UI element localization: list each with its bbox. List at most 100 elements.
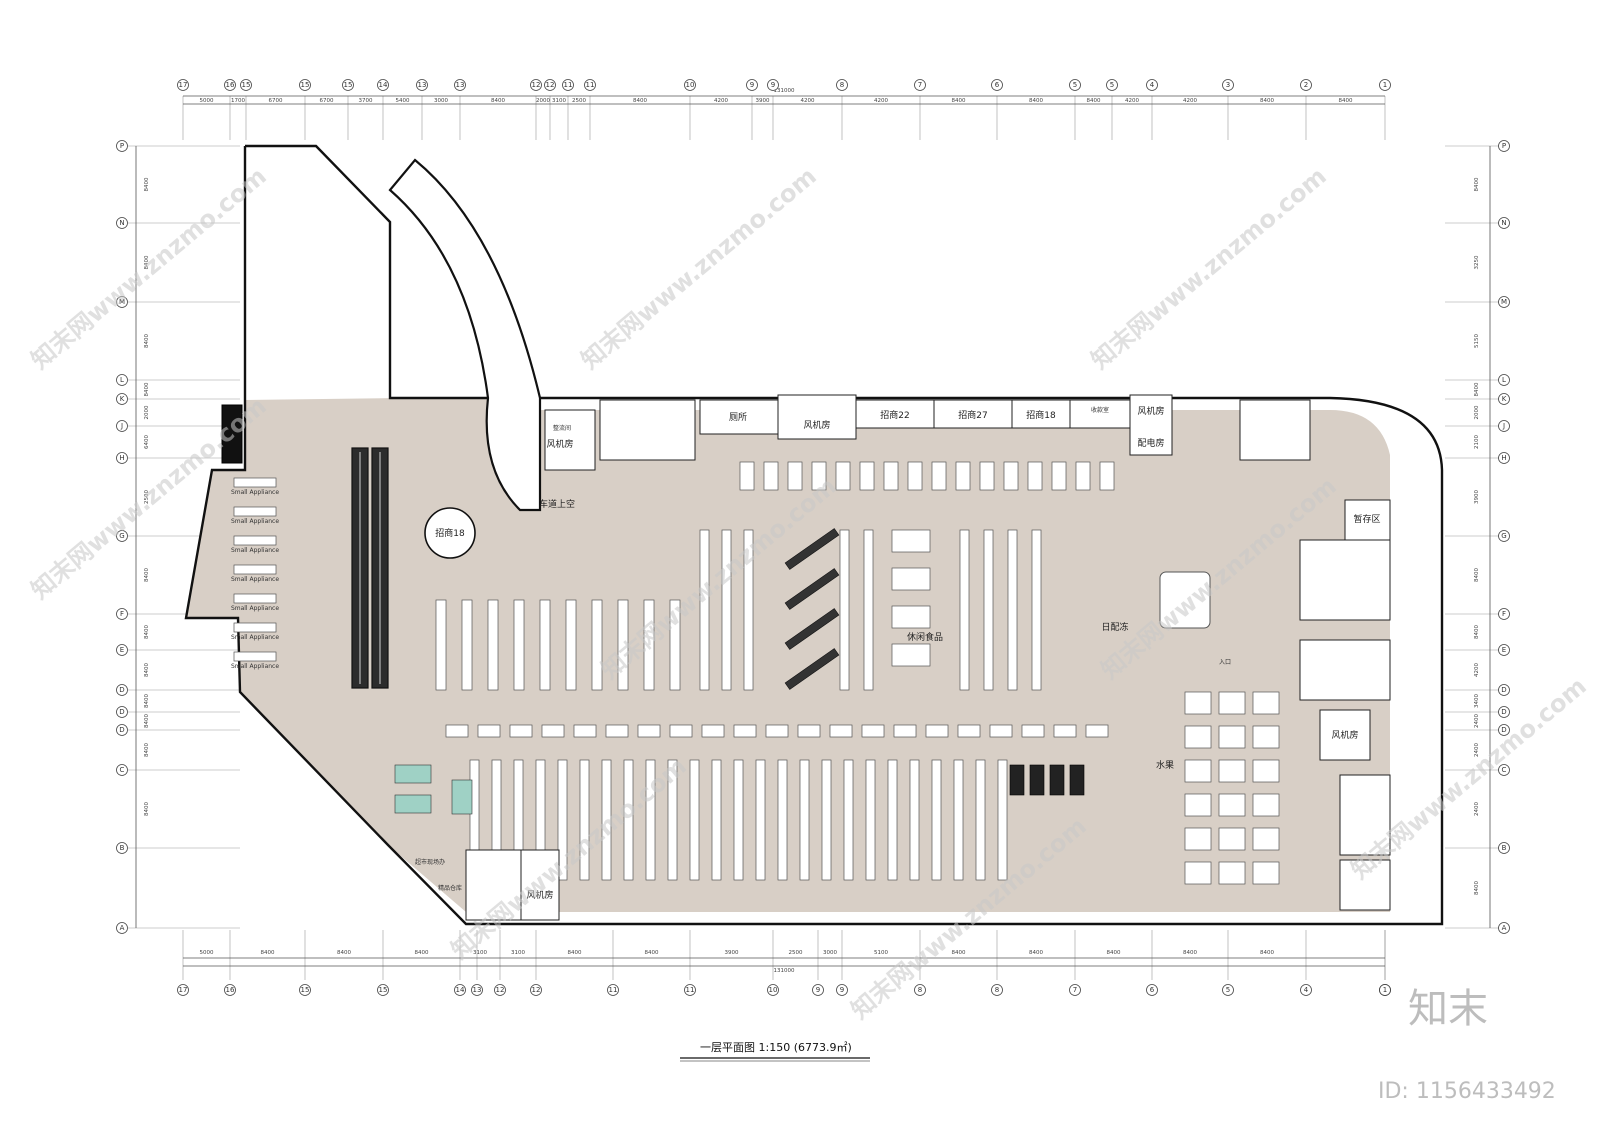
col-bubble-bottom-1-label: 16 — [226, 986, 235, 994]
cross-unit-49 — [893, 724, 917, 738]
room-fengjifang-5 — [520, 849, 560, 921]
row-bubble-left-15-circle — [116, 922, 128, 934]
row-bubble-right-15-circle — [1498, 922, 1510, 934]
dim-top-12: 4200 — [714, 98, 728, 104]
col-bubble-bottom-15: 7 — [1069, 984, 1081, 996]
dim-top-16: 8400 — [952, 98, 966, 104]
col-bubble-top-7-circle — [454, 79, 466, 91]
dim-left-12: 8400 — [144, 743, 150, 757]
col-bubble-bottom-13: 8 — [914, 984, 926, 996]
dim-top-6: 3000 — [434, 98, 448, 104]
shelf-upper-15 — [959, 529, 970, 691]
diagonal-rack-0 — [784, 528, 840, 570]
left-wing-slab — [245, 146, 390, 398]
shelf-lower-62 — [601, 759, 612, 881]
label-chaoshi-xianchang: 超市现场办 — [415, 858, 445, 866]
appliance-block-4 — [233, 593, 277, 604]
col-bubble-top-14-label: 9 — [771, 81, 775, 89]
col-bubble-top-1: 16 — [224, 79, 236, 91]
dim-right-13: 2400 — [1474, 802, 1480, 816]
row-bubble-left-5-circle — [116, 420, 128, 432]
row-bubble-right-11: D — [1498, 706, 1510, 718]
dim-left-11: 8400 — [144, 714, 150, 728]
row-bubble-left-7-circle — [116, 530, 128, 542]
row-bubble-left-10: D — [116, 684, 128, 696]
row-bubble-right-6-label: H — [1501, 454, 1506, 462]
appliance-label-6: Small Appliance — [231, 663, 279, 670]
diagonal-rack-3 — [784, 648, 840, 690]
dim-top-15: 4200 — [874, 98, 888, 104]
row-bubble-right-12-circle — [1498, 724, 1510, 736]
label-zhaoshang22: 招商22 — [880, 409, 909, 421]
dim-bottom-16: 8400 — [1260, 950, 1274, 956]
col-bubble-top-11-label: 11 — [586, 81, 595, 89]
produce-table-90 — [1218, 793, 1246, 817]
dim-bottom-1: 8400 — [261, 950, 275, 956]
col-bubble-top-5-label: 14 — [379, 81, 388, 89]
shelf-lower-78 — [953, 759, 964, 881]
row-bubble-left-13-circle — [116, 764, 128, 776]
col-bubble-bottom-5-label: 13 — [473, 986, 482, 994]
row-bubble-left-1-label: N — [119, 219, 124, 227]
diagonal-rack-2 — [784, 608, 840, 650]
dim-left-6: 2500 — [144, 490, 150, 504]
col-bubble-bottom-17-label: 5 — [1226, 986, 1230, 994]
col-bubble-top-16-circle — [914, 79, 926, 91]
dim-right-3: 8400 — [1474, 382, 1480, 396]
right-service-rooms — [1299, 499, 1391, 911]
col-bubble-top-6-label: 13 — [418, 81, 427, 89]
label-fengjifang-3: 风机房 — [1137, 405, 1164, 417]
grid-lines — [128, 96, 1500, 980]
room-right-office-c — [1339, 774, 1391, 856]
col-bubble-top-18-label: 5 — [1073, 81, 1077, 89]
col-bubble-bottom-12: 9 — [836, 984, 848, 996]
row-bubble-right-11-label: D — [1501, 708, 1506, 716]
dim-right-0: 8400 — [1474, 177, 1480, 191]
diagonal-rack-1 — [784, 568, 840, 610]
col-bubble-bottom-15-circle — [1069, 984, 1081, 996]
dim-top-20: 4200 — [1183, 98, 1197, 104]
dim-left-5: 6400 — [144, 435, 150, 449]
shelf-lower-71 — [799, 759, 810, 881]
row-bubble-left-9-label: E — [120, 646, 124, 654]
produce-table-85 — [1184, 827, 1212, 851]
col-bubble-top-23: 1 — [1379, 79, 1391, 91]
dim-top-1: 1700 — [231, 98, 245, 104]
produce-table-84 — [1184, 793, 1212, 817]
row-bubble-right-6: H — [1498, 452, 1510, 464]
freezer-top-30 — [1003, 461, 1019, 491]
col-bubble-top-1-circle — [224, 79, 236, 91]
dim-bottom-13: 8400 — [1029, 950, 1043, 956]
col-bubble-top-2-circle — [240, 79, 252, 91]
col-bubble-top-14: 9 — [767, 79, 779, 91]
shelf-upper-5 — [565, 599, 577, 691]
produce-table-91 — [1218, 827, 1246, 851]
produce-table-94 — [1252, 725, 1280, 749]
col-bubble-top-3: 15 — [299, 79, 311, 91]
room-cesuo — [699, 399, 779, 435]
col-bubble-top-10-label: 11 — [564, 81, 573, 89]
row-bubble-right-14-label: B — [1502, 844, 1507, 852]
col-bubble-top-10: 11 — [562, 79, 574, 91]
dim-overall-bottom: 131000 — [774, 968, 795, 974]
col-bubble-top-13: 9 — [746, 79, 758, 91]
room-fengjifang-3 — [1129, 394, 1173, 456]
row-bubble-left-12-circle — [116, 724, 128, 736]
col-bubble-bottom-9-label: 11 — [686, 986, 695, 994]
appliance-block-0 — [233, 477, 277, 488]
produce-table-93 — [1252, 691, 1280, 715]
row-bubble-left-12: D — [116, 724, 128, 736]
ramp-band — [388, 158, 542, 512]
col-bubble-top-3-circle — [299, 79, 311, 91]
cross-unit-48 — [861, 724, 885, 738]
col-bubble-top-20-circle — [1146, 79, 1158, 91]
col-bubble-top-9-label: 12 — [546, 81, 555, 89]
col-bubble-bottom-7-label: 12 — [532, 986, 541, 994]
row-bubble-right-7-circle — [1498, 530, 1510, 542]
col-bubble-bottom-5-circle — [471, 984, 483, 996]
shelf-upper-1 — [461, 599, 473, 691]
shelf-lower-61 — [579, 759, 590, 881]
produce-table-88 — [1218, 725, 1246, 749]
